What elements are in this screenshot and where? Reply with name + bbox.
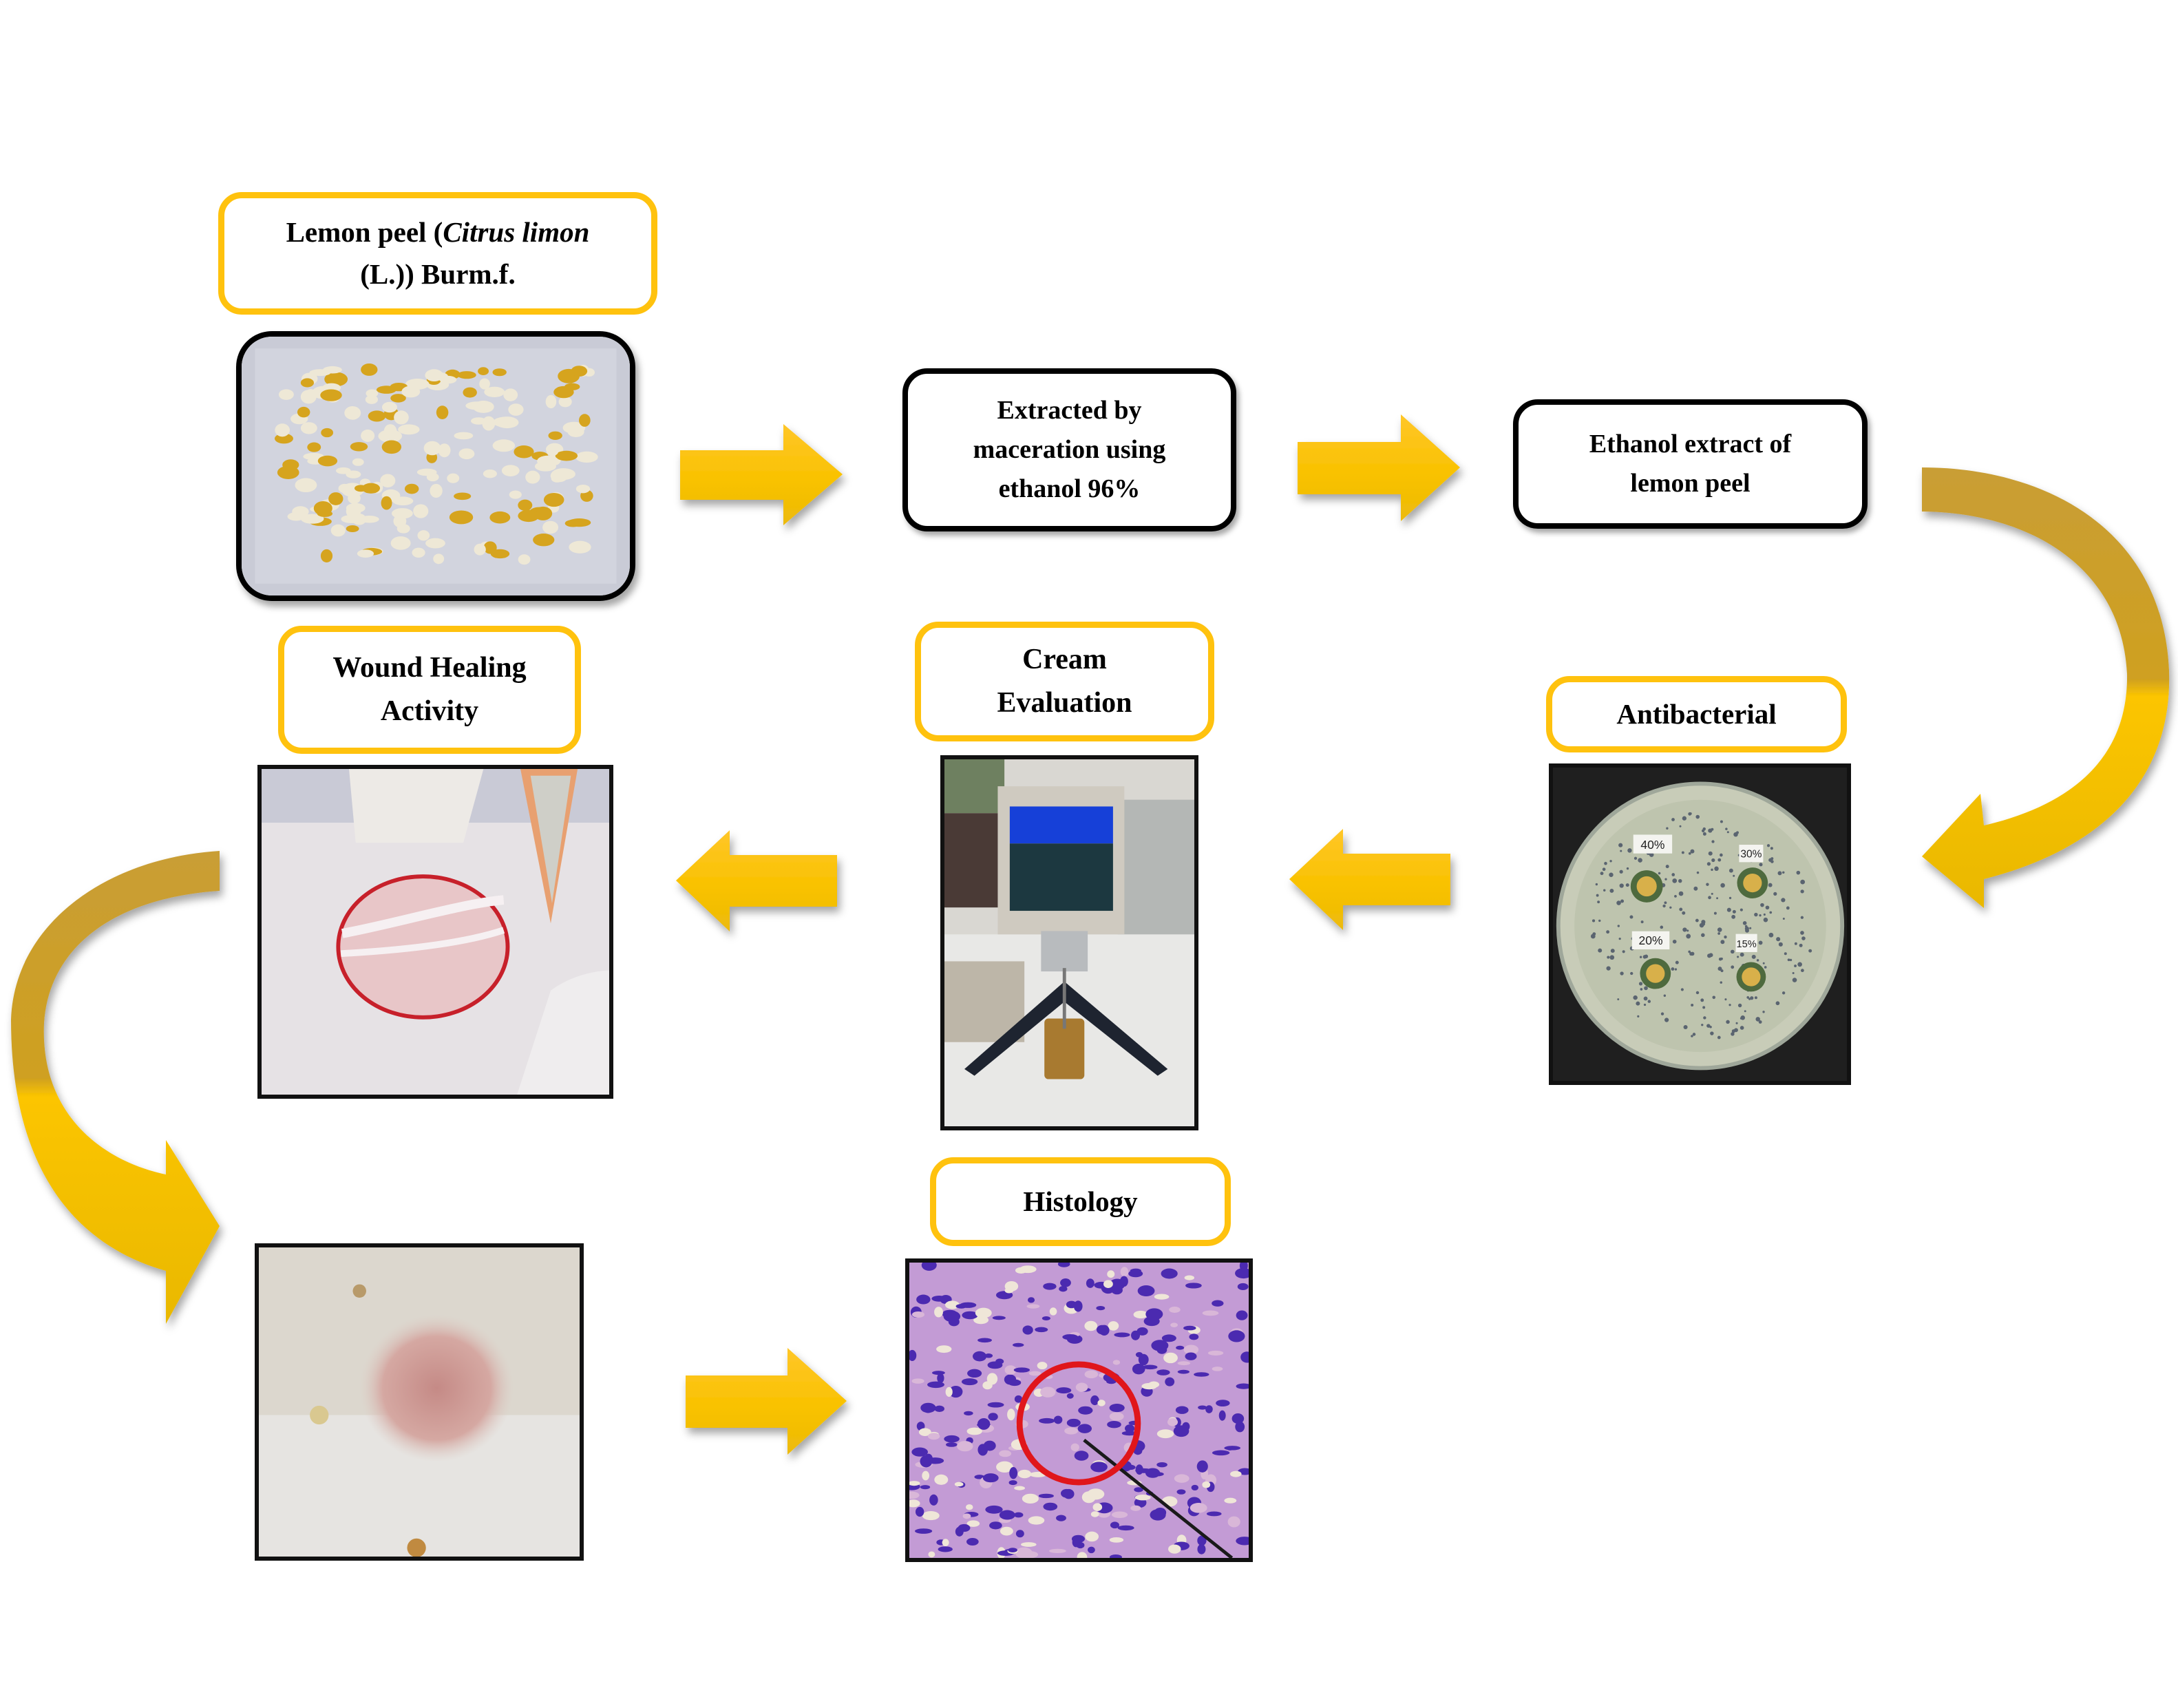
lemon-peel-species: Citrus limon bbox=[443, 215, 590, 248]
disc-label-15: 15% bbox=[1737, 939, 1757, 950]
histology-label: Histology bbox=[930, 1157, 1231, 1246]
curved-arrow-left-icon bbox=[11, 851, 220, 1324]
ethanol-extract-label: Ethanol extract of lemon peel bbox=[1513, 399, 1868, 529]
antibacterial-text: Antibacterial bbox=[1616, 697, 1777, 730]
flow-arrow-1-icon bbox=[680, 424, 843, 525]
extraction-line3: ethanol 96% bbox=[998, 474, 1141, 503]
wound-healing-line2: Activity bbox=[380, 695, 479, 727]
antibacterial-label: Antibacterial bbox=[1546, 676, 1847, 752]
disc-label-40: 40% bbox=[1640, 838, 1664, 852]
extraction-label: Extracted by maceration using ethanol 96… bbox=[902, 368, 1236, 531]
wound-healing-line1: Wound Healing bbox=[332, 652, 527, 684]
histology-text: Histology bbox=[1023, 1185, 1138, 1217]
viscometer-photo bbox=[940, 755, 1198, 1130]
histology-micrograph bbox=[905, 1258, 1253, 1562]
lemon-peel-photo bbox=[236, 331, 635, 601]
flow-arrow-2-icon bbox=[1298, 414, 1460, 521]
cream-evaluation-label: Cream Evaluation bbox=[915, 622, 1214, 741]
pointer-line bbox=[1083, 1438, 1234, 1558]
antibacterial-petri-dish-photo: 40% 30% 20% 15% bbox=[1549, 763, 1851, 1085]
flow-arrow-4-icon bbox=[676, 830, 837, 931]
antibiotic-disc-40 bbox=[1630, 870, 1663, 903]
wound-healing-label: Wound Healing Activity bbox=[278, 626, 581, 754]
lemon-peel-text-prefix: Lemon peel ( bbox=[286, 215, 443, 248]
highlight-circle bbox=[1016, 1361, 1141, 1486]
ethanol-extract-line2: lemon peel bbox=[1630, 469, 1751, 498]
extraction-line2: maceration using bbox=[973, 435, 1166, 464]
antibiotic-disc-30 bbox=[1737, 867, 1768, 898]
antibiotic-disc-20 bbox=[1640, 958, 1671, 989]
curved-arrow-right-icon bbox=[1922, 467, 2170, 931]
extraction-line1: Extracted by bbox=[997, 396, 1142, 425]
antibiotic-disc-15 bbox=[1736, 962, 1766, 992]
disc-label-20: 20% bbox=[1638, 934, 1662, 947]
flow-arrow-5-icon bbox=[686, 1348, 847, 1455]
flow-arrow-3-icon bbox=[1289, 829, 1450, 930]
cream-evaluation-line2: Evaluation bbox=[997, 687, 1132, 719]
disc-label-30: 30% bbox=[1740, 849, 1762, 861]
cream-evaluation-line1: Cream bbox=[1022, 644, 1107, 675]
ethanol-extract-line1: Ethanol extract of bbox=[1589, 430, 1792, 458]
wound-photo-healed bbox=[255, 1243, 584, 1561]
lemon-peel-label: Lemon peel (Citrus limon (L.)) Burm.f. bbox=[218, 192, 657, 315]
lemon-peel-authority: (L.)) Burm.f. bbox=[360, 258, 516, 290]
wound-photo-initial bbox=[257, 765, 613, 1099]
